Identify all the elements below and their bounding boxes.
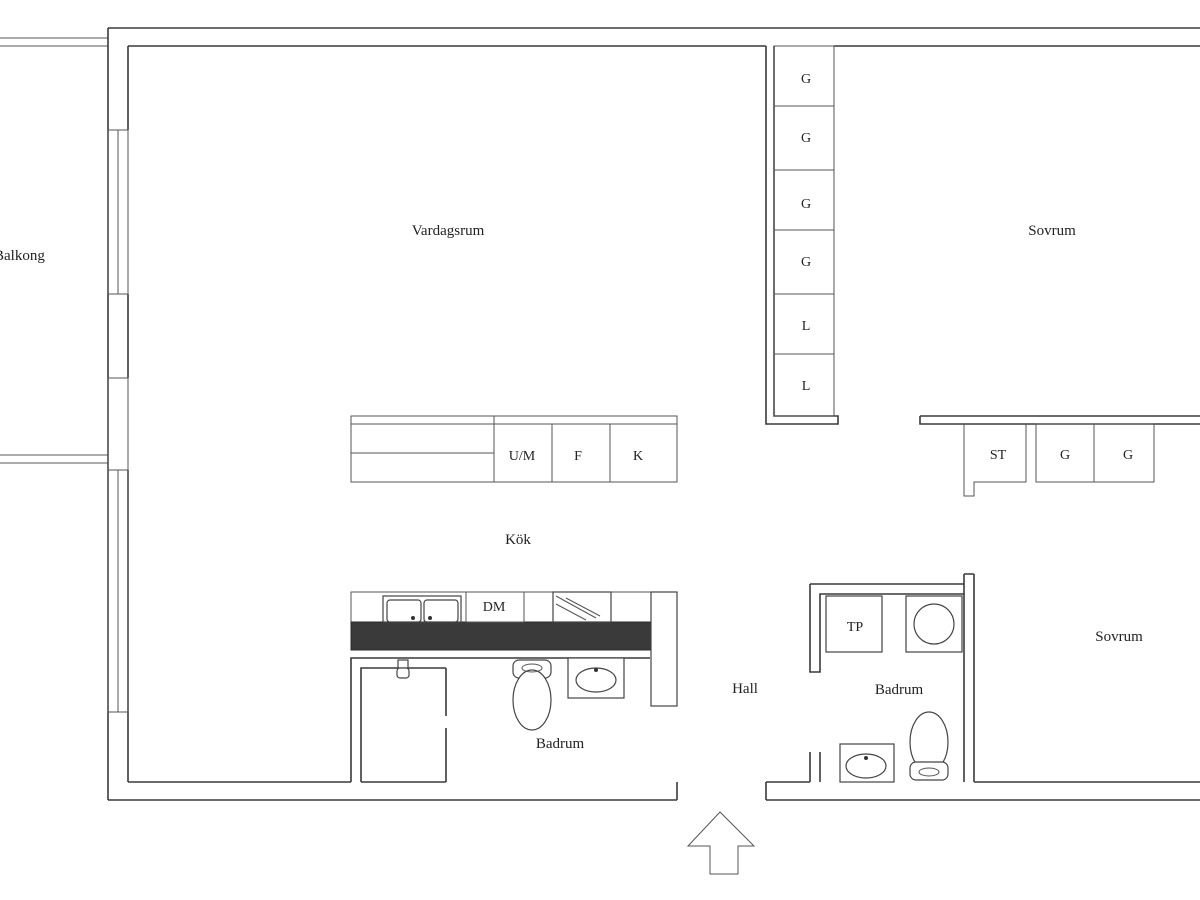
- sink-icon: [382, 595, 462, 623]
- interior-walls: [350, 46, 1200, 783]
- washing-machine-icon: [905, 595, 963, 653]
- room-label-sovrum-2: Sovrum: [1095, 629, 1143, 645]
- toilet-icon: [909, 711, 949, 781]
- closet-label: ST: [990, 448, 1007, 463]
- kitchen-upper-cabinets: [350, 415, 678, 483]
- kitchen-counter: [350, 591, 678, 707]
- closet-label: G: [801, 255, 811, 270]
- exterior-walls: [107, 27, 1200, 801]
- kitchen-unit-label: U/M: [509, 449, 536, 464]
- room-label-hall: Hall: [732, 681, 758, 697]
- balcony: [0, 37, 108, 464]
- bathroom-left-fixtures: [396, 657, 625, 731]
- closet-label: L: [802, 379, 811, 394]
- closet-label: G: [1060, 448, 1070, 463]
- closet-label: G: [801, 131, 811, 146]
- closet-label: G: [801, 72, 811, 87]
- washbasin-icon: [567, 657, 625, 699]
- stove-icon: [552, 591, 612, 623]
- dryer-label: TP: [847, 620, 864, 635]
- room-label-vardagsrum: Vardagsrum: [412, 223, 485, 239]
- bathroom-right-fixtures: [825, 595, 963, 783]
- toilet-icon: [512, 659, 552, 731]
- closet-column: [773, 45, 835, 417]
- washbasin-icon: [839, 743, 895, 783]
- shower-head-icon: [396, 659, 410, 679]
- room-label-sovrum-1: Sovrum: [1028, 223, 1076, 239]
- closet-label: G: [1123, 448, 1133, 463]
- dishwasher-label: DM: [483, 600, 506, 615]
- closet-label: L: [802, 319, 811, 334]
- room-label-kok: Kök: [505, 532, 531, 548]
- closet-row: [963, 423, 1155, 497]
- room-label-badrum-1: Badrum: [536, 736, 585, 752]
- entrance-arrow-icon: [686, 811, 756, 875]
- room-label-badrum-2: Badrum: [875, 682, 924, 698]
- closet-label: G: [801, 197, 811, 212]
- room-label-balkong: Balkong: [0, 248, 45, 264]
- kitchen-unit-label: K: [633, 449, 643, 464]
- kitchen-unit-label: F: [574, 449, 582, 464]
